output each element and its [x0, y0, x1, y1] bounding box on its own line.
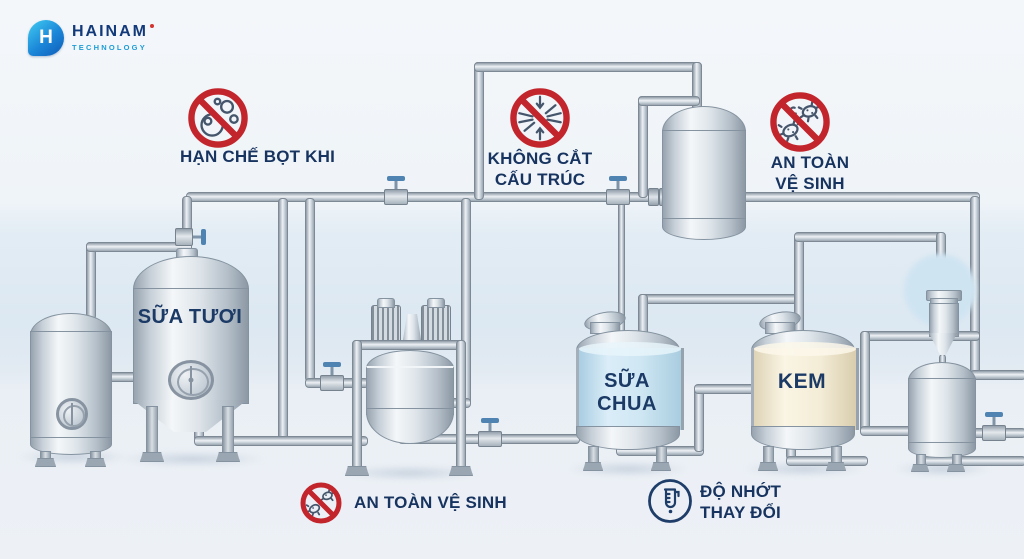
- tank-foot: [911, 464, 929, 472]
- tank-label-yogurt: SỮA CHUA: [597, 370, 657, 415]
- valve-main-header-1: [384, 176, 408, 205]
- liquid-surface: [579, 342, 681, 356]
- pipe-main-header: [186, 192, 670, 202]
- tank-liquid-cream: [751, 342, 859, 430]
- logo-brand-name: HAINAM: [72, 24, 154, 40]
- pipe-drop-1: [278, 198, 288, 444]
- valve-mixer-outlet: [478, 418, 502, 447]
- tank-label-cream: KEM: [777, 370, 827, 393]
- tank-foot: [947, 464, 965, 472]
- tank-foot: [140, 452, 164, 462]
- no-shear-icon: [510, 88, 570, 148]
- tank-foot: [826, 462, 846, 471]
- valve-main-header-2: [606, 176, 630, 205]
- label-structure: KHÔNG CẮT CẤU TRÚC: [487, 149, 593, 190]
- tank-dome: [133, 256, 249, 292]
- valve-small-tank: [982, 412, 1006, 441]
- label-foam: HẠN CHẾ BỌT KHI: [180, 147, 336, 166]
- floor-shadow: [342, 466, 477, 480]
- pipe-flange: [648, 188, 659, 206]
- manhole: [168, 360, 214, 400]
- liquid-surface: [754, 342, 856, 356]
- logo-red-dot: [150, 24, 154, 28]
- label-viscosity: ĐỘ NHỚT THAY ĐỔI: [700, 482, 782, 523]
- valve-mixer-inlet: [320, 362, 344, 391]
- no-germs-icon: [770, 92, 830, 152]
- pipe-loop-top: [474, 62, 702, 72]
- mixer-frame-leg: [456, 340, 466, 470]
- mixer-foot: [345, 466, 369, 476]
- tank-label-fresh-milk: SỮA TƯƠI: [137, 306, 243, 328]
- tank-foot: [216, 452, 240, 462]
- pipe-branch-riser: [638, 96, 648, 198]
- mixer-center-nozzle: [402, 314, 422, 346]
- pipe-bottom-run-left: [194, 436, 368, 446]
- pipe-transfer-yogurt-cream: [638, 294, 802, 304]
- mixer-motor-cap: [427, 298, 445, 308]
- pipe-right-mid-drop: [860, 331, 870, 435]
- pipe-drop-2: [305, 198, 315, 382]
- label-hygiene-bottom: AN TOÀN VỆ SINH: [354, 493, 507, 512]
- tank-leg: [222, 406, 234, 456]
- pipe-right-mid-run: [860, 331, 980, 341]
- tank-liquid-yogurt: [576, 342, 684, 430]
- no-bubbles-icon: [188, 88, 248, 148]
- pipe-yogurt-outlet-riser: [694, 386, 704, 452]
- logo-text: HAINAM TECHNOLOGY: [72, 24, 154, 52]
- tank-foot: [35, 458, 56, 467]
- tank-foot: [85, 458, 106, 467]
- tank-body: [662, 130, 746, 224]
- manhole: [56, 398, 88, 430]
- funnel-body: [929, 303, 959, 337]
- mixer-foot: [449, 466, 473, 476]
- tank-foot: [583, 462, 603, 471]
- mixer-body: [366, 366, 454, 415]
- label-hygiene-top: AN TOÀN VỆ SINH: [770, 153, 850, 194]
- mixer-frame-leg: [352, 340, 362, 470]
- logo-monogram: H: [39, 27, 53, 48]
- no-germs-icon: [300, 482, 342, 524]
- logo-icon: H: [28, 20, 64, 56]
- tank-leg: [146, 406, 158, 456]
- mixer-motor-cap: [377, 298, 395, 308]
- pipe-left-tank-header: [86, 242, 192, 252]
- tank-bottom: [662, 218, 746, 240]
- viscosity-cup-icon: [648, 479, 692, 523]
- brand-logo: H HAINAM TECHNOLOGY: [28, 20, 154, 56]
- funnel-cone: [929, 333, 957, 355]
- logo-subtitle: TECHNOLOGY: [72, 43, 147, 52]
- tank-foot: [758, 462, 778, 471]
- pipe-cream-outlet-run: [786, 456, 868, 466]
- tank-body: [908, 378, 976, 448]
- pipe-right-edge-stub: [970, 370, 1024, 380]
- valve-fresh-milk-top: [175, 228, 206, 246]
- pipe-branch-top: [638, 96, 700, 106]
- pipe-upper-right-run: [794, 232, 944, 242]
- tank-foot: [651, 462, 671, 471]
- pipe-left-tank-riser: [86, 242, 96, 320]
- mixer-frame-top: [352, 340, 466, 350]
